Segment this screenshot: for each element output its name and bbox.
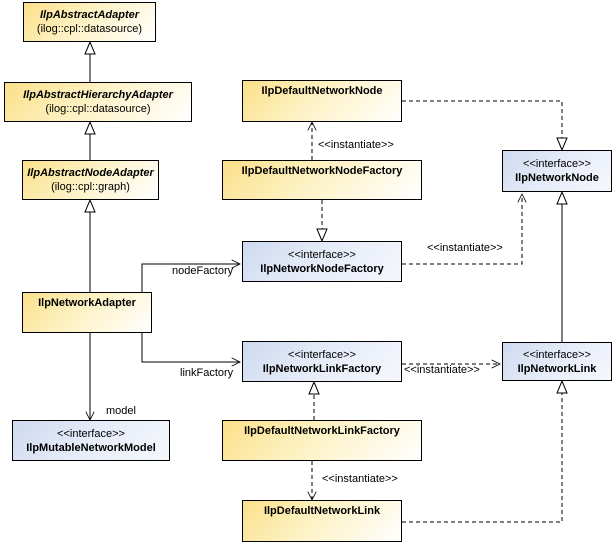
gen-link-to-node bbox=[556, 190, 568, 342]
gen-hierarchy-to-abstract bbox=[84, 40, 96, 82]
class-package: (ilog::cpl::datasource) bbox=[45, 103, 151, 115]
label-node-factory: nodeFactory bbox=[172, 265, 234, 277]
class-name: IlpDefaultNetworkNodeFactory bbox=[241, 165, 403, 177]
interface-name: IlpMutableNetworkModel bbox=[26, 441, 156, 454]
class-name: IlpAbstractHierarchyAdapter bbox=[23, 89, 173, 101]
stereotype: <<interface>> bbox=[523, 158, 591, 170]
class-name: IlpNetworkAdapter bbox=[38, 297, 136, 309]
interface-ilp-network-node[interactable]: <<interface>> IlpNetworkNode bbox=[502, 150, 612, 192]
label-instantiate-network-link: <<instantiate>> bbox=[404, 364, 480, 376]
stereotype: <<interface>> bbox=[288, 248, 356, 261]
assoc-link-factory bbox=[141, 333, 240, 362]
gen-network-adapter-to-node-adapter bbox=[84, 198, 96, 292]
class-name: IlpAbstractAdapter bbox=[39, 9, 140, 21]
interface-ilp-network-node-factory[interactable]: <<interface>> IlpNetworkNodeFactory bbox=[242, 241, 402, 282]
dep-interface-factory-instantiate-node bbox=[402, 194, 522, 265]
class-name: IlpDefaultNetworkLink bbox=[263, 505, 381, 517]
real-default-link-factory bbox=[308, 380, 320, 420]
interface-ilp-network-link[interactable]: <<interface>> IlpNetworkLink bbox=[502, 342, 612, 381]
assoc-node-factory bbox=[141, 264, 240, 292]
label-instantiate-default-node: <<instantiate>> bbox=[318, 139, 394, 151]
interface-name: IlpNetworkLink bbox=[517, 362, 597, 375]
class-ilp-network-adapter[interactable]: IlpNetworkAdapter bbox=[22, 292, 152, 333]
real-default-node bbox=[402, 100, 568, 152]
class-ilp-abstract-node-adapter[interactable]: IlpAbstractNodeAdapter (ilog::cpl::graph… bbox=[22, 160, 159, 200]
class-ilp-abstract-hierarchy-adapter[interactable]: IlpAbstractHierarchyAdapter (ilog::cpl::… bbox=[4, 82, 192, 122]
class-ilp-default-network-link-factory[interactable]: IlpDefaultNetworkLinkFactory bbox=[222, 420, 422, 461]
stereotype: <<interface>> bbox=[57, 427, 125, 440]
real-default-node-factory bbox=[316, 200, 328, 243]
class-ilp-default-network-node[interactable]: IlpDefaultNetworkNode bbox=[242, 80, 402, 122]
stereotype: <<interface>> bbox=[523, 348, 591, 361]
interface-ilp-network-link-factory[interactable]: <<interface>> IlpNetworkLinkFactory bbox=[242, 341, 402, 382]
class-package: (ilog::cpl::graph) bbox=[51, 181, 130, 193]
gen-node-adapter-to-hierarchy bbox=[84, 120, 96, 160]
label-instantiate-default-link: <<instantiate>> bbox=[322, 473, 398, 485]
class-ilp-default-network-node-factory[interactable]: IlpDefaultNetworkNodeFactory bbox=[222, 160, 422, 200]
stereotype: <<interface>> bbox=[288, 348, 356, 361]
real-default-link bbox=[402, 379, 568, 523]
interface-ilp-mutable-network-model[interactable]: <<interface>> IlpMutableNetworkModel bbox=[12, 420, 170, 461]
class-package: (ilog::cpl::datasource) bbox=[36, 23, 143, 35]
class-ilp-abstract-adapter[interactable]: IlpAbstractAdapter (ilog::cpl::datasourc… bbox=[23, 2, 156, 42]
class-ilp-default-network-link[interactable]: IlpDefaultNetworkLink bbox=[242, 500, 402, 542]
interface-name: IlpNetworkNode bbox=[515, 172, 599, 184]
class-name: IlpDefaultNetworkLinkFactory bbox=[244, 425, 400, 437]
label-model: model bbox=[106, 405, 136, 417]
label-link-factory: linkFactory bbox=[180, 367, 234, 379]
label-instantiate-network-node: <<instantiate>> bbox=[427, 242, 503, 254]
class-name: IlpDefaultNetworkNode bbox=[261, 85, 383, 97]
interface-name: IlpNetworkLinkFactory bbox=[262, 362, 382, 375]
class-name: IlpAbstractNodeAdapter bbox=[27, 167, 154, 179]
interface-name: IlpNetworkNodeFactory bbox=[260, 262, 384, 275]
